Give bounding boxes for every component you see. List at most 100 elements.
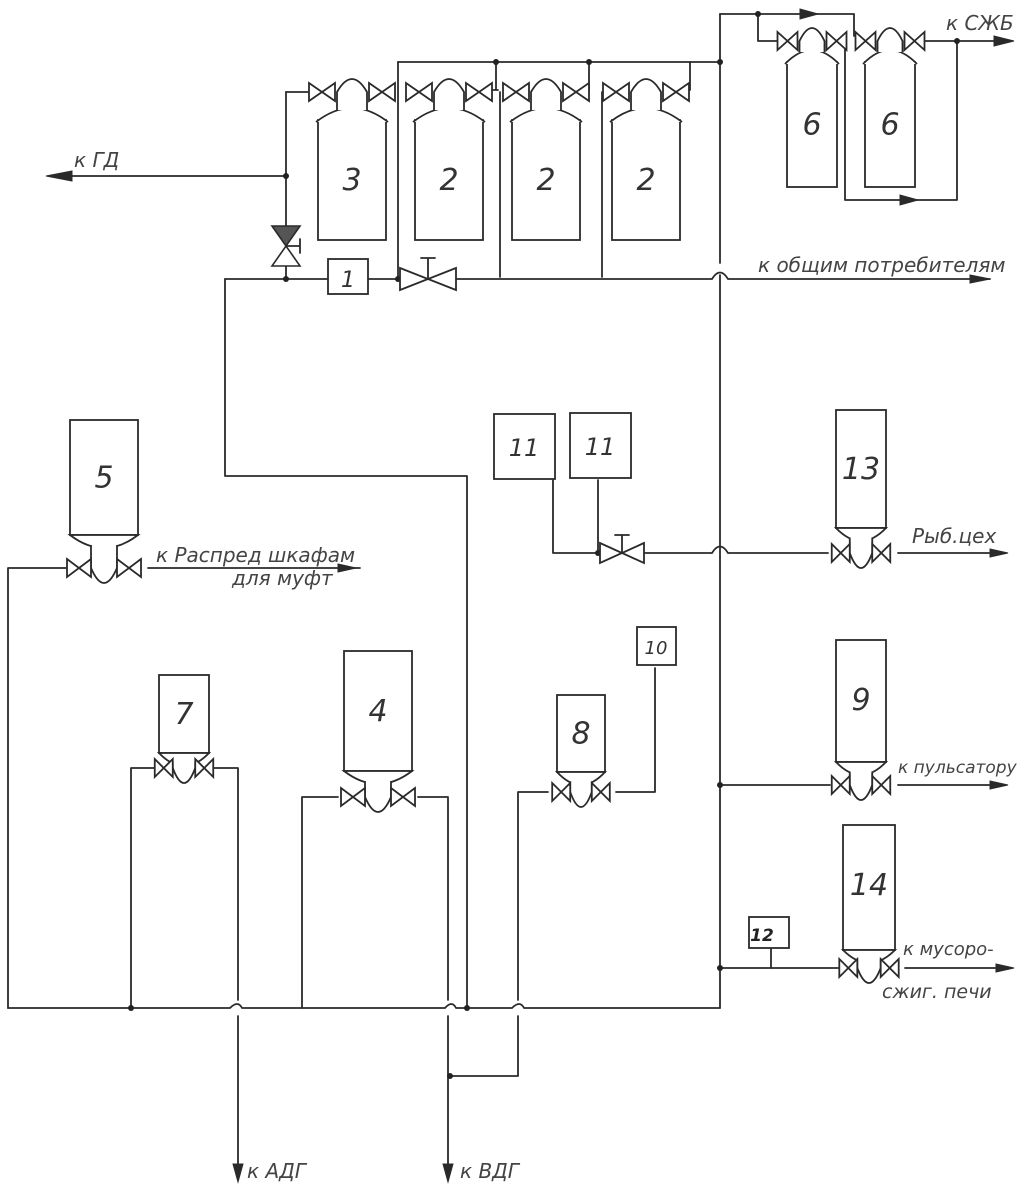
label-to-vdg: к ВДГ [460, 1159, 521, 1183]
cylinder-label: 7 [174, 697, 193, 732]
valve-pair[interactable] [340, 786, 416, 808]
cylinder-6a[interactable]: 6 [776, 27, 848, 188]
box-1-label: 1 [341, 268, 355, 293]
junction-dot [447, 1073, 453, 1079]
label-to-incinerator-2: сжиг. печи [882, 981, 992, 1003]
left-loop-pipe [224, 278, 468, 1009]
arrow-left-icon [45, 170, 73, 182]
cylinder-label: 4 [368, 694, 387, 729]
cylinder-label: 2 [536, 163, 555, 198]
arrow-right-icon [989, 780, 1009, 790]
cylinder-2b[interactable]: 2 [502, 78, 590, 241]
cylinder-5[interactable]: 5 [66, 419, 142, 584]
cylinder-label: 6 [880, 108, 899, 143]
box-11a[interactable]: 11 [493, 413, 556, 480]
valve-pair[interactable] [854, 29, 926, 53]
junction-dots [128, 11, 960, 1079]
box-10[interactable]: 10 [636, 626, 677, 666]
cylinder-13[interactable]: 13 [830, 409, 892, 569]
common-consumers-pipe [224, 271, 991, 280]
junction-dot [717, 782, 723, 788]
regulator-line-pipe [552, 479, 829, 554]
cyl4-loop-pipe [301, 796, 449, 1181]
lower-cylinder-bank: 5 13 9 14 7 4 8 [66, 409, 900, 984]
junction-dot [755, 11, 761, 17]
arrow-right-icon [969, 274, 991, 284]
piping [7, 13, 1013, 1181]
cylinder-label: 9 [851, 683, 870, 718]
box-11b-label: 11 [585, 433, 616, 461]
cylinder-label: 3 [342, 163, 361, 198]
junction-dot [283, 173, 289, 179]
junction-dot [717, 59, 723, 65]
label-to-cabinets: к Распред шкафам [156, 543, 355, 567]
valve-pair[interactable] [602, 81, 690, 103]
junction-dot [954, 38, 960, 44]
junction-dot [128, 1005, 134, 1011]
valve-pair[interactable] [830, 773, 892, 797]
bottom-header-pipe [7, 1003, 721, 1009]
cylinder-4[interactable]: 4 [340, 650, 416, 813]
label-fish-shop: Рыб.цех [912, 524, 996, 548]
cylinder-2a[interactable]: 2 [405, 78, 493, 241]
gate-valve-main[interactable] [399, 257, 457, 292]
arrow-right-icon [989, 548, 1009, 558]
box-1[interactable]: 1 [327, 258, 369, 295]
valve-pair[interactable] [776, 29, 848, 53]
arrow-right-icon [799, 8, 820, 20]
cylinder-3[interactable]: 3 [308, 78, 396, 241]
cylinder-label: 2 [439, 163, 458, 198]
cyl7-loop-pipe [130, 767, 239, 1181]
box-10-label: 10 [645, 638, 668, 659]
junction-dot [283, 276, 289, 282]
cylinder-14[interactable]: 14 [838, 824, 900, 984]
cylinder-9[interactable]: 9 [830, 639, 892, 801]
cyl2a-drop [492, 61, 499, 91]
valve-pair[interactable] [838, 956, 900, 980]
valve-pair[interactable] [153, 756, 215, 780]
control-valve-vertical[interactable] [270, 225, 302, 267]
cylinder-label: 14 [850, 868, 888, 903]
outlet-labels: к ГД к СЖБ к общим потребителям к Распре… [74, 11, 1018, 1183]
cylinder-8[interactable]: 8 [551, 694, 611, 808]
cylinder-label: 8 [571, 717, 590, 752]
cylinder-2c[interactable]: 2 [602, 78, 690, 241]
label-to-common-consumers: к общим потребителям [758, 253, 1005, 277]
valve-pair[interactable] [308, 81, 396, 103]
junction-dot [464, 1005, 470, 1011]
junction-dot [717, 965, 723, 971]
valve-pair[interactable] [830, 541, 892, 565]
cylinder-6b[interactable]: 6 [854, 27, 926, 188]
box-12[interactable]: 12 [748, 916, 790, 949]
arrow-right-icon [899, 194, 920, 206]
cylinder-label: 2 [636, 163, 655, 198]
cyl5-left-pipe [7, 567, 67, 1009]
label-to-szhb: к СЖБ [946, 11, 1014, 35]
box-11b[interactable]: 11 [569, 412, 632, 479]
label-to-incinerator-1: к мусоро- [903, 939, 994, 960]
cylinder-label: 13 [842, 452, 880, 487]
valves [270, 225, 645, 565]
arrow-down-icon [232, 1163, 244, 1184]
label-for-couplings: для муфт [231, 566, 334, 590]
arrow-right-icon [337, 563, 357, 573]
arrow-right-icon [993, 35, 1015, 47]
junction-dot [586, 59, 592, 65]
junction-dot [493, 59, 499, 65]
box-12-label: 12 [750, 926, 774, 946]
arrow-right-icon [995, 963, 1015, 973]
top-manifold-pipe [719, 13, 855, 37]
valve-pair[interactable] [66, 557, 142, 579]
bypass-6-pipe [757, 13, 781, 42]
label-to-gd: к ГД [74, 148, 119, 172]
cylinder-7[interactable]: 7 [153, 674, 215, 784]
label-to-pulsator: к пульсатору [898, 758, 1018, 778]
valve-pair[interactable] [405, 81, 493, 103]
gate-valve-regulators[interactable] [599, 534, 645, 565]
cyl8-loop-pipe [449, 667, 656, 1077]
valve-pair[interactable] [502, 81, 590, 103]
valve-pair[interactable] [551, 780, 611, 804]
